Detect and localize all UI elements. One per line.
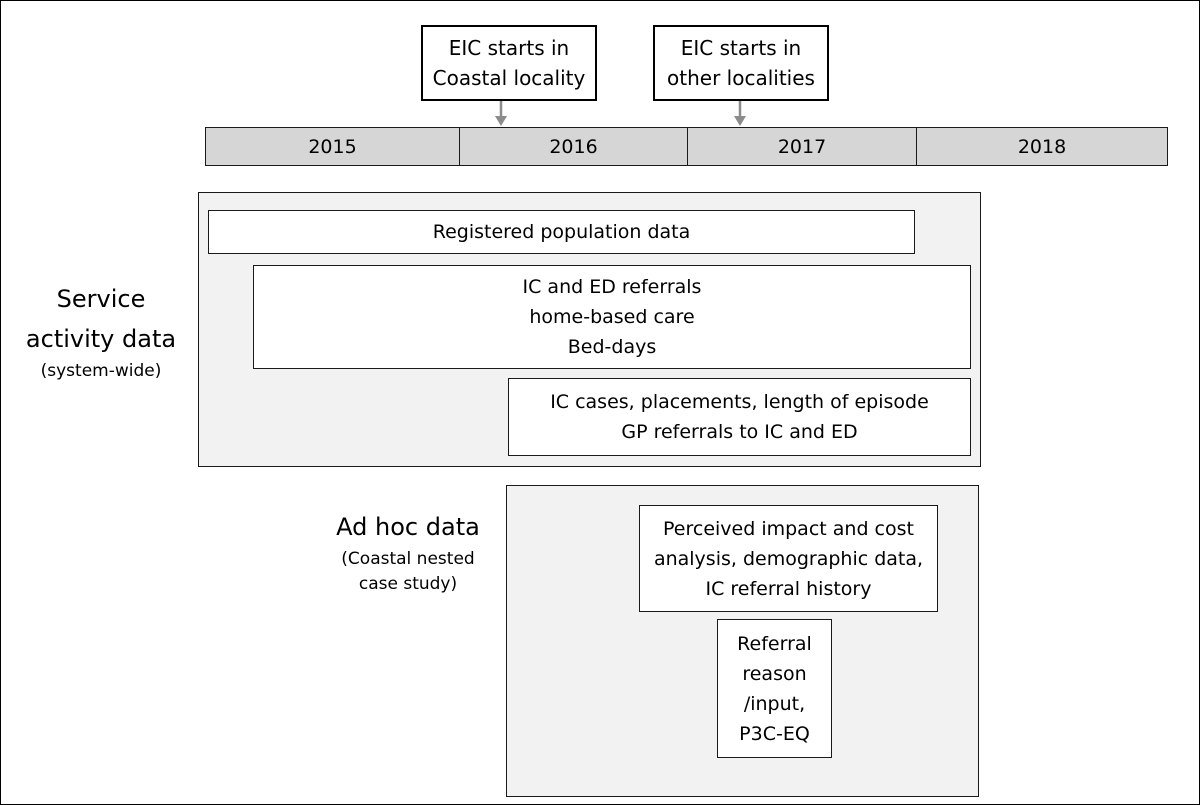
referral-reason-line-2: reason bbox=[742, 662, 807, 685]
ic-cases-box: IC cases, placements, length of episode … bbox=[508, 378, 971, 456]
perceived-impact-line-3: IC referral history bbox=[705, 577, 872, 600]
referrals-line-3: Bed-days bbox=[567, 336, 657, 358]
perceived-impact-box: Perceived impact and cost analysis, demo… bbox=[639, 505, 938, 612]
referral-reason-line-4: P3C-EQ bbox=[739, 722, 810, 745]
callout-eic-coastal-line-1: EIC starts in bbox=[448, 36, 570, 60]
referral-reason-box: Referral reason /input, P3C-EQ bbox=[717, 619, 832, 758]
referrals-line-2: home-based care bbox=[529, 306, 695, 328]
service-activity-label: Service activity data (system-wide) bbox=[10, 279, 192, 384]
service-activity-label-line-1: Service bbox=[56, 285, 146, 313]
referrals-line-1: IC and ED referrals bbox=[522, 276, 702, 298]
timeline-year-2018: 2018 bbox=[916, 128, 1167, 165]
timeline-year-2016: 2016 bbox=[459, 128, 687, 165]
perceived-impact-line-2: analysis, demographic data, bbox=[653, 547, 924, 570]
ad-hoc-sublabel-line-2: case study) bbox=[358, 574, 458, 594]
ad-hoc-label: Ad hoc data (Coastal nested case study) bbox=[318, 507, 498, 597]
arrow-other-head bbox=[734, 116, 746, 126]
timeline-bar: 2015 2016 2017 2018 bbox=[205, 127, 1168, 166]
callout-eic-coastal-line-2: Coastal locality bbox=[432, 66, 586, 90]
registered-population-text: Registered population data bbox=[432, 221, 691, 243]
callout-eic-coastal: EIC starts in Coastal locality bbox=[421, 25, 597, 101]
arrow-coastal-head bbox=[495, 116, 507, 126]
callout-eic-other-line-1: EIC starts in bbox=[680, 36, 802, 60]
referral-reason-line-3: /input, bbox=[743, 692, 806, 715]
ic-cases-line-2: GP referrals to IC and ED bbox=[621, 421, 858, 443]
timeline-year-2015: 2015 bbox=[308, 135, 357, 158]
ic-cases-line-1: IC cases, placements, length of episode bbox=[550, 391, 929, 413]
service-activity-sublabel: (system-wide) bbox=[40, 361, 162, 381]
ad-hoc-sublabel-line-1: (Coastal nested bbox=[341, 549, 475, 569]
callout-eic-other-line-2: other localities bbox=[667, 66, 815, 90]
perceived-impact-line-1: Perceived impact and cost bbox=[663, 517, 914, 540]
timeline-year-2017: 2017 bbox=[687, 128, 916, 165]
service-activity-label-line-2: activity data bbox=[25, 325, 177, 353]
referral-reason-line-1: Referral bbox=[737, 632, 812, 655]
ad-hoc-label-text: Ad hoc data bbox=[336, 513, 480, 541]
callout-eic-other: EIC starts in other localities bbox=[653, 25, 829, 101]
registered-population-box: Registered population data bbox=[208, 210, 915, 254]
referrals-box: IC and ED referrals home-based care Bed-… bbox=[253, 265, 971, 369]
